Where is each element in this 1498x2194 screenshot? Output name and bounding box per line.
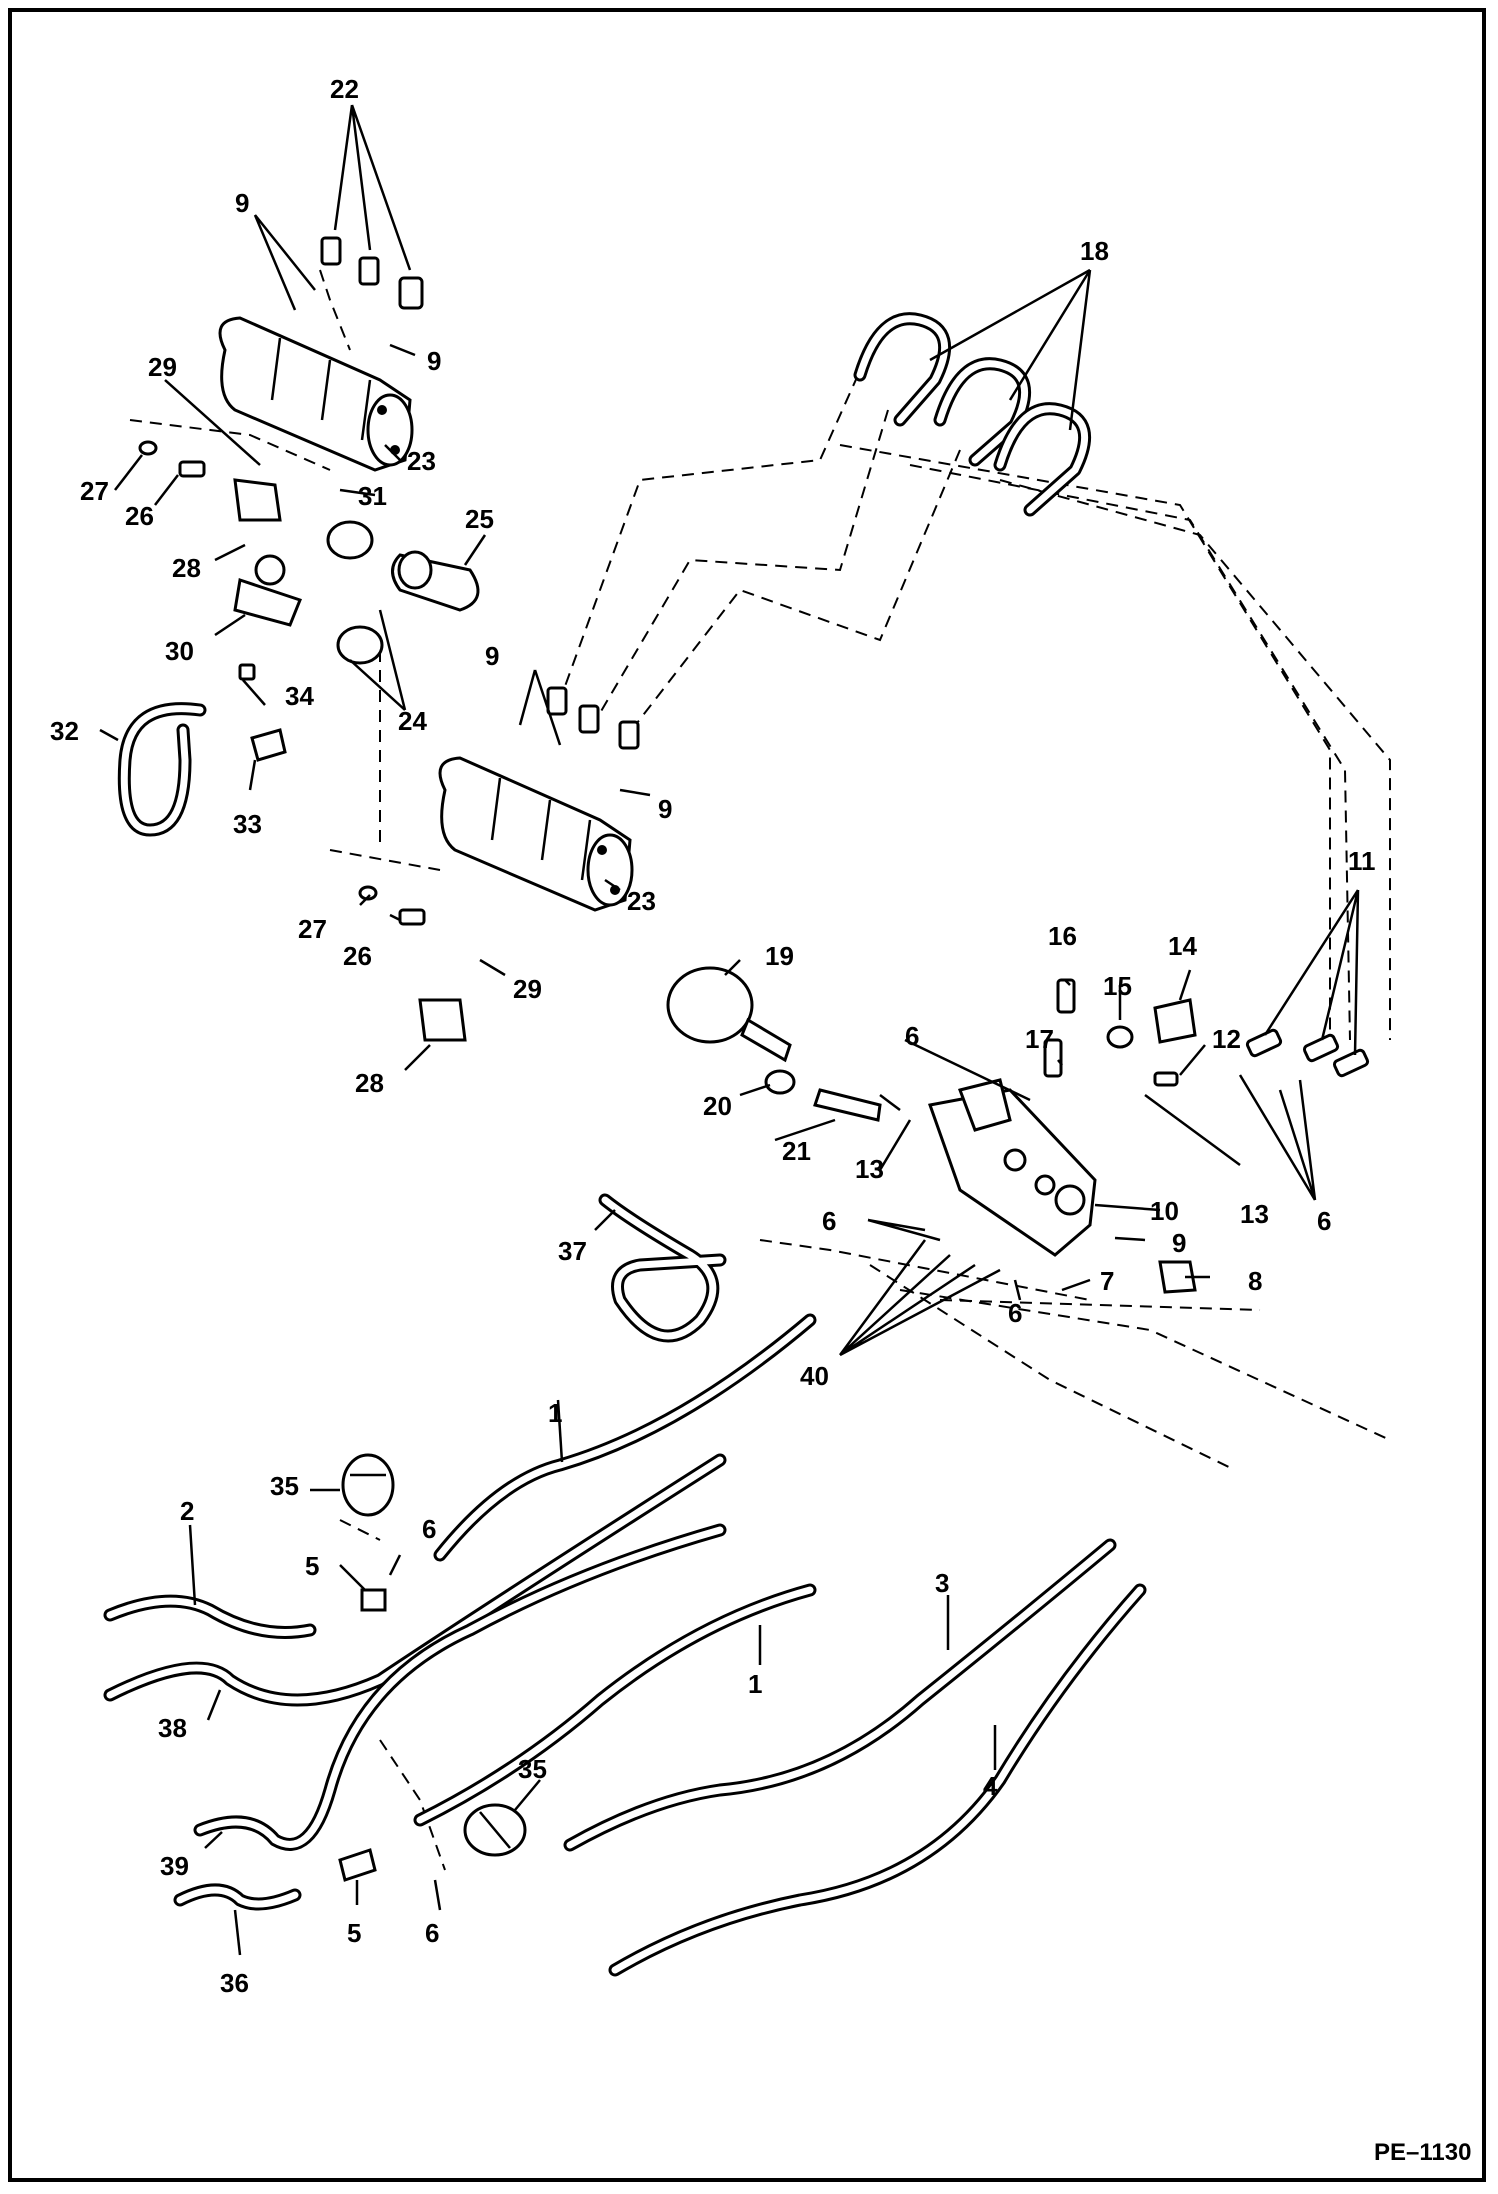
leader-lines: [99, 104, 1360, 1956]
hoses-18: [853, 312, 1092, 517]
hose-1-lower: [413, 1583, 817, 1827]
hose-1-upper: [433, 1313, 817, 1562]
hose-36: [173, 1883, 302, 1911]
callout-6-c: 6: [822, 1206, 836, 1236]
callout-3: 3: [935, 1568, 949, 1598]
valve-block-10: [928, 1078, 1097, 1257]
callout-8: 8: [1248, 1266, 1262, 1296]
callout-21: 21: [782, 1136, 811, 1166]
callout-6-d: 6: [1008, 1298, 1022, 1328]
callout-1-b: 1: [748, 1669, 762, 1699]
hydraulic-pump-upper: [218, 316, 414, 472]
callout-24: 24: [398, 706, 427, 736]
callout-9-a: 9: [235, 188, 249, 218]
callout-17: 17: [1025, 1024, 1054, 1054]
callout-9-e: 9: [1172, 1228, 1186, 1258]
callout-26-a: 26: [125, 501, 154, 531]
reference-code: PE–1130: [1374, 2139, 1471, 2166]
callout-19: 19: [765, 941, 794, 971]
loop-hose-32: [117, 702, 207, 837]
callout-11: 11: [1348, 846, 1376, 876]
callout-5-b: 5: [347, 1918, 361, 1948]
callout-32: 32: [50, 716, 79, 746]
callout-27-a: 27: [80, 476, 109, 506]
accumulator-35-lower: [338, 1803, 527, 1882]
small-hardware: [138, 440, 426, 926]
callout-1-a: 1: [548, 1398, 562, 1428]
callout-25: 25: [465, 504, 494, 534]
callout-12: 12: [1212, 1024, 1241, 1054]
callout-18: 18: [1080, 236, 1109, 266]
callout-7: 7: [1100, 1266, 1114, 1296]
valve-fittings: [1043, 978, 1370, 1294]
callout-29-b: 29: [513, 974, 542, 1004]
callout-2: 2: [180, 1496, 194, 1526]
callout-9-c: 9: [485, 641, 499, 671]
callout-38: 38: [158, 1713, 187, 1743]
callout-6-e: 6: [422, 1514, 436, 1544]
callout-6-f: 6: [425, 1918, 439, 1948]
suction-tube-and-clamps: [233, 478, 480, 1042]
hose-37: [598, 1193, 727, 1343]
callout-6-a: 6: [905, 1021, 919, 1051]
callout-31: 31: [358, 481, 387, 511]
callout-6-b: 6: [1317, 1206, 1331, 1236]
callout-16: 16: [1048, 921, 1077, 951]
callout-20: 20: [703, 1091, 732, 1121]
callout-34: 34: [285, 681, 314, 711]
callout-35-b: 35: [518, 1754, 547, 1784]
callout-27-b: 27: [298, 914, 327, 944]
hose-39: [193, 1523, 727, 1851]
callout-4: 4: [983, 1771, 998, 1801]
callout-labels: 22 9 9 18 29 23 31 27 26 25 28 30 9 34 2…: [50, 74, 1376, 1998]
hydraulic-pump-lower: [438, 756, 634, 912]
accumulator-19: [666, 966, 882, 1122]
callout-13-a: 13: [855, 1154, 884, 1184]
callout-9-b: 9: [427, 346, 441, 376]
callout-28-a: 28: [172, 553, 201, 583]
callout-10: 10: [1150, 1196, 1179, 1226]
diagram-border: [8, 8, 1486, 2182]
callout-23-b: 23: [627, 886, 656, 916]
hose-38: [103, 1453, 727, 1707]
callout-5-a: 5: [305, 1551, 319, 1581]
callout-33: 33: [233, 809, 262, 839]
pump-fittings-lower: [546, 686, 640, 750]
hose-4: [608, 1583, 1147, 1977]
callout-22: 22: [330, 74, 359, 104]
hose-2: [103, 1594, 317, 1639]
pump-fittings-upper: [320, 236, 424, 310]
callout-26-b: 26: [343, 941, 372, 971]
callout-29-a: 29: [148, 352, 177, 382]
hose-3: [563, 1538, 1117, 1852]
callout-39: 39: [160, 1851, 189, 1881]
callout-23-a: 23: [407, 446, 436, 476]
callout-15: 15: [1103, 971, 1132, 1001]
callout-35-a: 35: [270, 1471, 299, 1501]
callout-37: 37: [558, 1236, 587, 1266]
accumulator-35-upper: [341, 1453, 395, 1612]
callout-30: 30: [165, 636, 194, 666]
callout-36: 36: [220, 1968, 249, 1998]
callout-14: 14: [1168, 931, 1197, 961]
callout-40: 40: [800, 1361, 829, 1391]
callout-9-d: 9: [658, 794, 672, 824]
callout-13-b: 13: [1240, 1199, 1269, 1229]
callout-28-b: 28: [355, 1068, 384, 1098]
